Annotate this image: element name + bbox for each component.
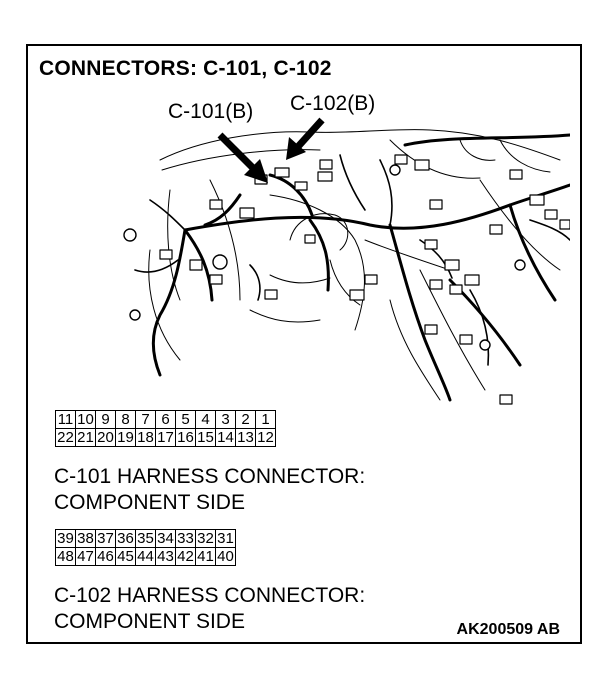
- c101-arrow-icon: [244, 159, 268, 183]
- pin-cell: 46: [95, 547, 116, 566]
- pin-cell: 37: [95, 529, 116, 548]
- pin-cell: 5: [175, 410, 196, 429]
- diagram-title: CONNECTORS: C-101, C-102: [39, 57, 332, 80]
- connector-blocks: [159, 154, 570, 405]
- pin-cell: 10: [75, 410, 96, 429]
- c102-arrow-icon: [286, 137, 306, 160]
- pin-cell: 7: [135, 410, 156, 429]
- pin-cell: 42: [175, 547, 196, 566]
- pin-cell: 16: [175, 428, 196, 447]
- pin-cell: 40: [215, 547, 236, 566]
- pin-cell: 21: [75, 428, 96, 447]
- pin-cell: 1: [255, 410, 276, 429]
- pin-cell: 43: [155, 547, 176, 566]
- pin-cell: 18: [135, 428, 156, 447]
- pin-cell: 35: [135, 529, 156, 548]
- pin-cell: 6: [155, 410, 176, 429]
- pin-cell: 45: [115, 547, 136, 566]
- pin-cell: 13: [235, 428, 256, 447]
- c102-callout-label: C-102(B): [290, 92, 376, 115]
- pin-cell: 39: [55, 529, 76, 548]
- c102-caption: C-102 HARNESS CONNECTOR: COMPONENT SIDE: [54, 583, 365, 635]
- pin-cell: 15: [195, 428, 216, 447]
- pin-cell: 11: [55, 410, 76, 429]
- dashboard-harness-illustration: [123, 117, 570, 405]
- diagram-frame: [26, 44, 582, 644]
- pin-cell: 41: [195, 547, 216, 566]
- dashboard-outline: [148, 129, 561, 401]
- harness-clips: [123, 164, 526, 351]
- pin-cell: 36: [115, 529, 136, 548]
- c101-caption-line2: COMPONENT SIDE: [54, 491, 245, 514]
- c101-callout-label: C-101(B): [168, 100, 254, 123]
- pin-cell: 31: [215, 529, 236, 548]
- pin-cell: 4: [195, 410, 216, 429]
- pin-cell: 3: [215, 410, 236, 429]
- pin-cell: 22: [55, 428, 76, 447]
- pin-cell: 8: [115, 410, 136, 429]
- pin-cell: 33: [175, 529, 196, 548]
- harness-branches: [134, 154, 570, 366]
- c101-caption: C-101 HARNESS CONNECTOR: COMPONENT SIDE: [54, 464, 365, 516]
- figure-code: AK200509 AB: [456, 621, 560, 638]
- pin-cell: 19: [115, 428, 136, 447]
- pin-cell: 17: [155, 428, 176, 447]
- c102-caption-line1: C-102 HARNESS CONNECTOR:: [54, 584, 366, 607]
- pointer-arrows: [217, 117, 325, 183]
- pin-cell: 34: [155, 529, 176, 548]
- pin-cell: 38: [75, 529, 96, 548]
- c102-caption-line2: COMPONENT SIDE: [54, 610, 245, 633]
- pin-cell: 20: [95, 428, 116, 447]
- pin-cell: 14: [215, 428, 236, 447]
- pin-cell: 9: [95, 410, 116, 429]
- c101-caption-line1: C-101 HARNESS CONNECTOR:: [54, 465, 366, 488]
- pin-cell: 44: [135, 547, 156, 566]
- pin-cell: 32: [195, 529, 216, 548]
- pin-cell: 2: [235, 410, 256, 429]
- pin-cell: 12: [255, 428, 276, 447]
- pin-cell: 48: [55, 547, 76, 566]
- pin-cell: 47: [75, 547, 96, 566]
